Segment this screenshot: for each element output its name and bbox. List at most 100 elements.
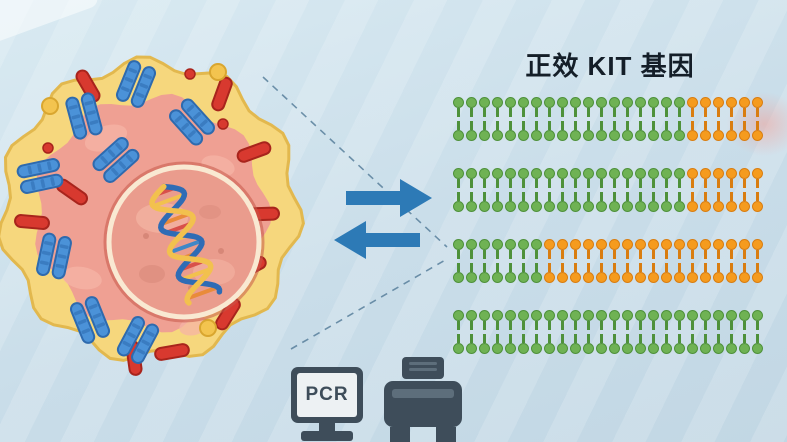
nucleotide-unit [738, 310, 751, 354]
nucleotide-unit [491, 97, 504, 141]
nucleotide-unit [608, 168, 621, 212]
arrow-right-icon [346, 179, 432, 217]
nucleotide-unit [504, 310, 517, 354]
nucleotide-unit [465, 168, 478, 212]
nucleotide-unit [751, 239, 764, 283]
nucleotide-unit [556, 97, 569, 141]
nucleotide-unit [738, 97, 751, 141]
chromosome-icon [16, 158, 64, 194]
nucleus-dot [218, 248, 224, 254]
organelle-icon [75, 69, 101, 103]
nucleotide-unit [647, 310, 660, 354]
printer-cartridge-line [409, 368, 437, 371]
nucleotide-unit [686, 168, 699, 212]
gene-panel: 正效 KIT 基因 [452, 46, 768, 381]
nucleotide-unit [491, 168, 504, 212]
nucleotide-unit [621, 168, 634, 212]
nucleotide-unit [543, 239, 556, 283]
organelle-dot [217, 118, 229, 130]
nucleotide-unit [478, 168, 491, 212]
nucleotide-unit [634, 168, 647, 212]
nucleotide-unit [569, 168, 582, 212]
nucleotide-unit [751, 97, 764, 141]
nucleotide-unit [660, 97, 673, 141]
nucleotide-unit [543, 310, 556, 354]
nucleotide-unit [621, 97, 634, 141]
nucleotide-unit [634, 97, 647, 141]
nucleotide-unit [647, 168, 660, 212]
nucleotide-unit [582, 239, 595, 283]
gene-row [452, 239, 768, 283]
organelle-icon [211, 76, 233, 112]
gene-row [452, 168, 768, 212]
nucleotide-unit [569, 239, 582, 283]
chromosome-icon [92, 137, 140, 183]
nucleus-patch [199, 205, 221, 219]
organelle-icon [154, 343, 190, 361]
nucleotide-unit [725, 168, 738, 212]
organelle-dot [184, 68, 196, 80]
nucleotide-unit [556, 239, 569, 283]
nucleotide-unit [738, 168, 751, 212]
nucleotide-unit [452, 97, 465, 141]
nucleotide-unit [686, 310, 699, 354]
nucleotide-unit [686, 97, 699, 141]
printer-icon [384, 357, 462, 442]
printer-body [384, 381, 462, 427]
pcr-machine-icon: PCR [291, 367, 363, 441]
nucleotide-unit [556, 310, 569, 354]
nucleotide-unit [595, 310, 608, 354]
nucleotide-unit [452, 310, 465, 354]
nucleotide-unit [725, 310, 738, 354]
cell-illustration [0, 55, 305, 376]
nucleus-patch [139, 265, 165, 283]
nucleotide-unit [465, 310, 478, 354]
pcr-monitor-frame: PCR [291, 367, 363, 423]
nucleotide-unit [582, 168, 595, 212]
chromosome-icon [36, 232, 72, 280]
nucleotide-unit [530, 310, 543, 354]
pcr-monitor-stand [319, 423, 335, 431]
arrow-left-icon [334, 221, 420, 259]
nucleotide-unit [673, 168, 686, 212]
organelle-icon [14, 214, 50, 230]
nucleotide-unit [530, 97, 543, 141]
gene-title: 正效 KIT 基因 [525, 51, 695, 81]
nucleotide-unit [699, 168, 712, 212]
nucleotide-unit [621, 310, 634, 354]
nucleotide-unit [517, 97, 530, 141]
nucleotide-unit [465, 239, 478, 283]
nucleotide-unit [660, 168, 673, 212]
nucleotide-unit [699, 310, 712, 354]
nucleotide-unit [608, 239, 621, 283]
printer-slot [392, 389, 454, 398]
nucleotide-unit [478, 97, 491, 141]
nucleotide-unit [543, 168, 556, 212]
gene-row [452, 97, 768, 141]
printer-cartridge-line [409, 362, 437, 365]
cytoplasm-patch [62, 266, 102, 290]
nucleotide-unit [504, 97, 517, 141]
nucleotide-unit [504, 239, 517, 283]
vesicle-icon [41, 97, 59, 115]
nucleotide-unit [699, 239, 712, 283]
nucleotide-unit [569, 310, 582, 354]
nucleotide-unit [452, 239, 465, 283]
nucleotide-unit [595, 239, 608, 283]
dna-helix-icon [149, 183, 223, 306]
gene-rows [452, 97, 768, 354]
nucleotide-unit [504, 168, 517, 212]
chromosome-icon [69, 296, 111, 344]
chromosome-icon [116, 316, 160, 364]
nucleotide-unit [517, 310, 530, 354]
nucleotide-unit [465, 97, 478, 141]
exchange-arrows [334, 179, 432, 259]
nucleotide-unit [634, 310, 647, 354]
nucleotide-unit [712, 310, 725, 354]
nucleotide-unit [595, 97, 608, 141]
vesicle-icon [209, 63, 227, 81]
nucleotide-unit [751, 310, 764, 354]
vesicle-icon [199, 319, 217, 337]
nucleotide-unit [686, 239, 699, 283]
